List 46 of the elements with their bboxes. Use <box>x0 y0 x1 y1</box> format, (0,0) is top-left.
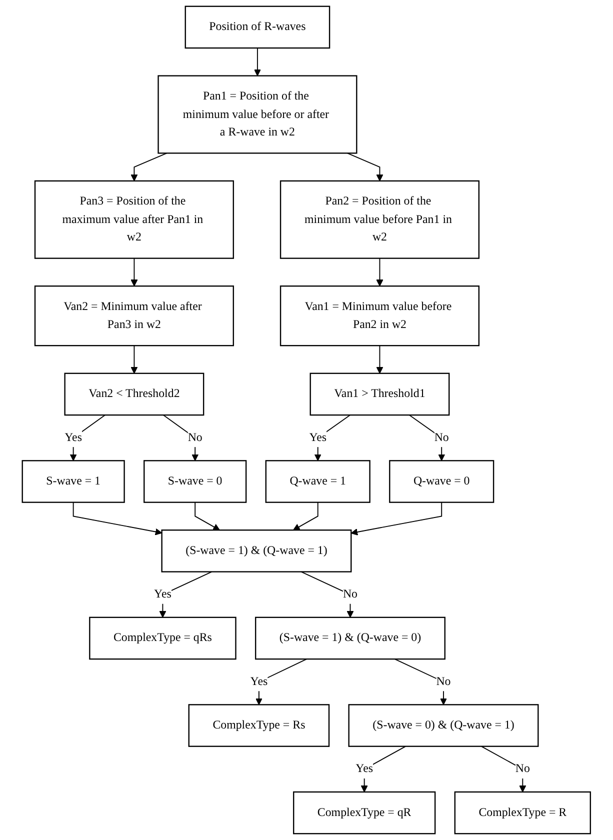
arrow <box>347 152 384 182</box>
node-box: Pan3 = Position of the maximum value after Pan1 in w2 <box>34 180 234 259</box>
arrow <box>256 658 308 705</box>
arrow <box>300 571 354 618</box>
arrow <box>314 414 351 461</box>
node-box: S-wave = 0 <box>144 460 247 503</box>
edge-label: No <box>515 762 530 776</box>
arrow <box>376 258 384 286</box>
node-box: Q-wave = 1 <box>265 460 371 503</box>
edge-label: No <box>434 431 449 444</box>
edge-label: Yes <box>154 588 172 601</box>
node-box: S-wave = 1 <box>22 460 125 503</box>
arrow <box>130 152 168 182</box>
arrow <box>360 746 406 792</box>
node-box: Van2 < Threshold2 <box>64 372 204 416</box>
node-box: Pan1 = Position of the minimum value before or after a R-wave in w2 <box>158 75 358 154</box>
node-box: Position of R-waves <box>184 6 330 49</box>
node-box: Pan2 = Position of the minimum value before Pan1 in w2 <box>280 180 480 259</box>
arrow <box>376 345 384 374</box>
node-box: ComplexType = qR <box>293 791 436 834</box>
node-box: (S-wave = 1) & (Q-wave = 1) <box>161 530 352 572</box>
node-box: Van1 > Threshold1 <box>310 372 450 416</box>
node-box: ComplexType = Rs <box>188 704 330 747</box>
arrow <box>72 502 162 536</box>
arrow <box>130 345 138 374</box>
node-box: (S-wave = 1) & (Q-wave = 0) <box>255 616 446 660</box>
arrow <box>394 658 448 705</box>
edge-label: Yes <box>250 675 268 688</box>
arrow <box>70 414 106 461</box>
arrow <box>293 502 318 530</box>
edge-label: No <box>436 675 451 688</box>
arrow <box>350 502 442 536</box>
arrow <box>194 502 220 530</box>
node-box: Van1 = Minimum value before Pan2 in w2 <box>280 285 480 346</box>
node-box: ComplexType = qRs <box>89 616 236 660</box>
arrow <box>254 48 262 76</box>
node-box: Van2 = Minimum value after Pan3 in w2 <box>34 285 234 346</box>
edge-label: No <box>343 588 358 601</box>
edge-label: Yes <box>309 431 327 444</box>
node-box: ComplexType = R <box>454 791 592 834</box>
edge-label: Yes <box>356 762 374 776</box>
edge-label: No <box>188 431 202 444</box>
arrow <box>130 258 138 286</box>
node-box: Q-wave = 0 <box>389 460 494 503</box>
edge-label: Yes <box>64 431 82 444</box>
node-box: (S-wave = 0) & (Q-wave = 1) <box>348 704 539 747</box>
